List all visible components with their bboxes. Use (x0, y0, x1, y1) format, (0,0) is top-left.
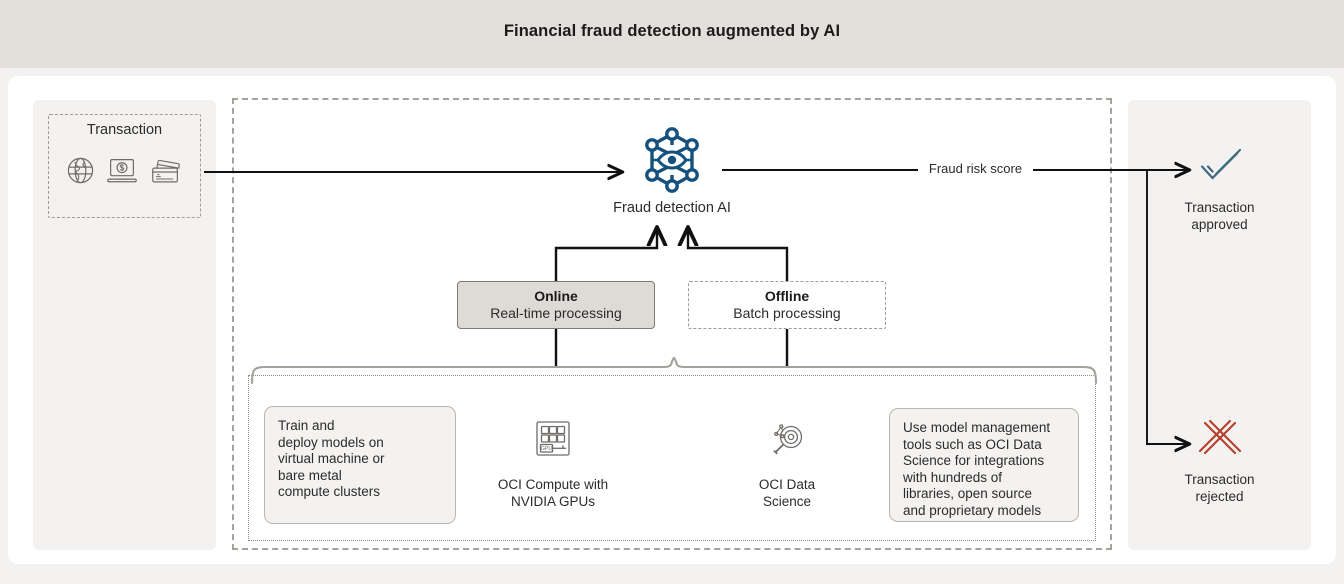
header-bar: Financial fraud detection augmented by A… (0, 0, 1344, 68)
outcome-rejected: Transaction rejected (1128, 418, 1311, 505)
double-check-icon (1194, 148, 1246, 188)
double-cross-icon (1196, 418, 1244, 460)
online-processing-box[interactable]: Online Real-time processing (457, 281, 655, 329)
outcome-approved-label: Transaction approved (1184, 200, 1255, 232)
fraud-risk-score-label: Fraud risk score (918, 161, 1033, 176)
outcome-panel (1128, 100, 1311, 550)
data-science-magnifier-icon (762, 418, 812, 464)
transaction-label: Transaction (86, 122, 163, 138)
transaction-icon-row (48, 155, 201, 186)
credit-cards-icon (148, 155, 184, 186)
offline-processing-box[interactable]: Offline Batch processing (688, 281, 886, 329)
fraud-detection-ai-icon (636, 124, 708, 196)
svg-text:GPU: GPU (541, 446, 552, 452)
transaction-box (48, 114, 201, 218)
input-panel (33, 100, 216, 550)
model-management-note: Use model management tools such as OCI D… (889, 408, 1079, 522)
oci-compute-item: GPU OCI Compute with NVIDIA GPUs (478, 418, 628, 510)
laptop-payment-icon (104, 155, 140, 186)
offline-subtitle: Batch processing (733, 305, 841, 321)
online-subtitle: Real-time processing (490, 305, 622, 321)
oci-data-science-item: OCI Data Science (712, 418, 862, 510)
compute-note: Train and deploy models on virtual machi… (264, 406, 456, 524)
oci-compute-caption: OCI Compute with NVIDIA GPUs (497, 477, 609, 509)
offline-title: Offline (764, 288, 810, 304)
outcome-approved: Transaction approved (1128, 148, 1311, 233)
online-title: Online (534, 288, 578, 304)
outcome-rejected-label: Transaction rejected (1184, 472, 1255, 504)
oci-data-science-caption: OCI Data Science (758, 477, 816, 509)
page-title: Financial fraud detection augmented by A… (503, 22, 841, 40)
oci-boundary-region (232, 98, 1112, 550)
gpu-chip-icon: GPU (528, 418, 578, 464)
ai-node-label: Fraud detection AI (613, 200, 731, 216)
globe-icon (65, 155, 96, 186)
